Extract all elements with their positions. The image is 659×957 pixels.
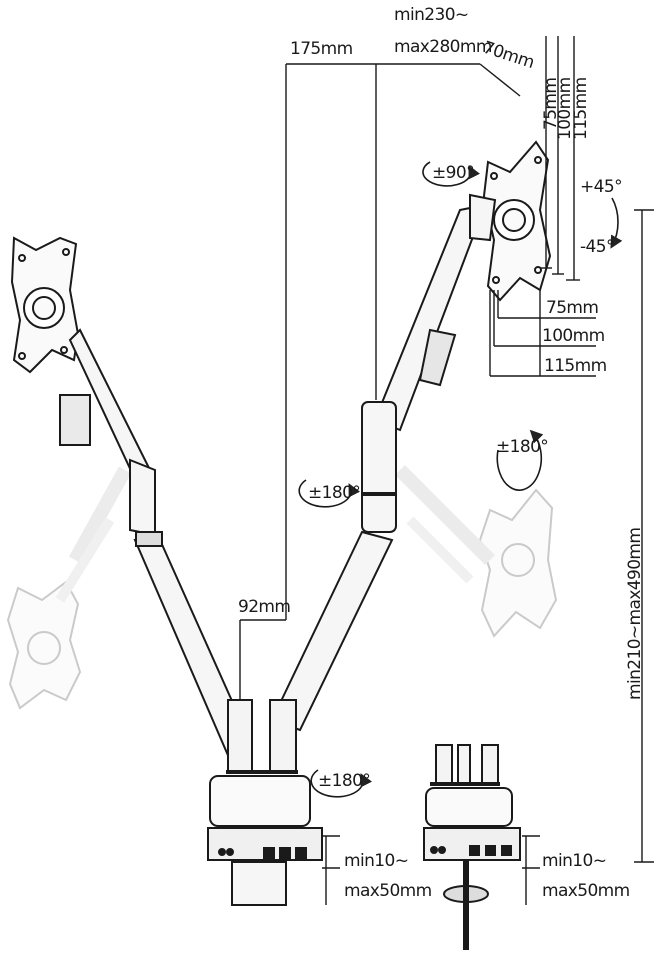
right-elbow bbox=[361, 401, 397, 533]
left-vesa-plate bbox=[10, 236, 80, 374]
label-vesa-100-h: 100mm bbox=[542, 326, 605, 346]
ghost-right-plate bbox=[395, 465, 558, 638]
label-height-range: min210~max490mm bbox=[625, 528, 645, 700]
left-mount-base bbox=[207, 699, 323, 906]
label-rotate-ghost-right: ±180° bbox=[496, 437, 548, 457]
label-clamp-left-2: max50mm bbox=[344, 881, 432, 901]
right-lower-arm bbox=[270, 530, 394, 732]
label-clamp-right-1: min10~ bbox=[542, 851, 606, 871]
label-vesa-115-h: 115mm bbox=[544, 356, 607, 376]
right-vesa-plate bbox=[482, 140, 552, 302]
label-plate-depth: 70mm bbox=[480, 38, 536, 73]
label-clamp-left-1: min10~ bbox=[344, 851, 408, 871]
label-vesa-75-h: 75mm bbox=[546, 298, 598, 318]
right-grommet-base bbox=[423, 744, 521, 950]
label-rotate-plate: ±90° bbox=[432, 163, 474, 183]
left-upper-arm bbox=[59, 328, 156, 537]
rotation-arrows bbox=[298, 161, 623, 798]
dimension-lines bbox=[239, 36, 654, 905]
label-rotate-base: ±180° bbox=[318, 771, 370, 791]
label-tilt-up: +45° bbox=[580, 177, 622, 197]
label-vesa-75-v: 75mm bbox=[541, 78, 561, 130]
label-arm-extension-line2: max280mm bbox=[394, 37, 492, 57]
label-arm-extension-line1: min230~ bbox=[394, 5, 469, 25]
right-upper-arm bbox=[373, 193, 497, 432]
label-arm-offset: 175mm bbox=[290, 39, 353, 59]
label-vesa-100-v: 100mm bbox=[555, 77, 575, 140]
label-pole-spacing: 92mm bbox=[238, 597, 290, 617]
label-rotate-elbow: ±180° bbox=[308, 483, 360, 503]
label-clamp-right-2: max50mm bbox=[542, 881, 630, 901]
ghost-left-plate bbox=[6, 466, 132, 710]
label-vesa-115-v: 115mm bbox=[571, 77, 591, 140]
label-tilt-down: -45° bbox=[580, 237, 614, 257]
